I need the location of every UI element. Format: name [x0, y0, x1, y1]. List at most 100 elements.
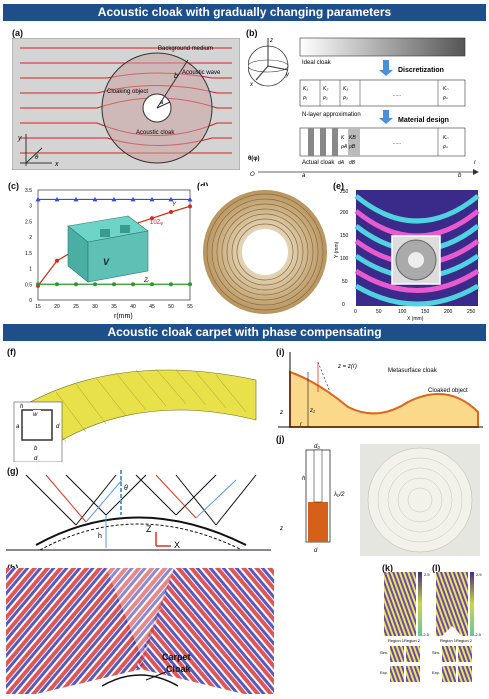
layerB-k: KB: [349, 135, 356, 141]
a-a-label: a: [160, 100, 164, 106]
c-xtick: 40: [130, 304, 136, 310]
c-xtick: 35: [111, 304, 117, 310]
b-o-label: O: [250, 172, 255, 178]
inner-hole: [242, 229, 288, 275]
b-nlayer-label: N-layer approximation: [302, 112, 361, 118]
f-h-label: h: [20, 404, 24, 410]
layerbn-p: ρₙ: [442, 144, 449, 150]
cloaked-profile: [289, 370, 479, 428]
series-point-2: [93, 282, 97, 287]
panel-i-diagram: z = z(r) Metasurface cloak Cloaked objec…: [278, 352, 483, 428]
arrow-down-icon-2: [379, 110, 393, 124]
layerbn-k: Kₙ: [443, 135, 449, 141]
c-zeta-series-label: 10Zᵩ: [150, 220, 163, 226]
layer-dots: ......: [393, 92, 401, 98]
k-region2: Region 2: [404, 638, 421, 643]
b-ideal-label: Ideal cloak: [302, 60, 332, 66]
ideal-cloak-bar: [299, 37, 466, 57]
svg-text:150: 150: [421, 309, 430, 315]
c-xtick: 45: [149, 304, 155, 310]
f-d2-label: d: [34, 456, 38, 462]
svg-text:50: 50: [376, 309, 382, 315]
layerB-p: ρB: [348, 144, 356, 150]
panel-label-l: (l): [432, 563, 441, 573]
layer1-k: K₁: [303, 86, 308, 92]
c-xtick: 20: [54, 304, 60, 310]
b-material-label: Material design: [398, 117, 449, 124]
i-cloaked-label: Cloaked object: [428, 388, 468, 394]
carpet-bump: [101, 674, 179, 687]
b-x-axis: x: [249, 82, 254, 88]
c-ytick: 1: [29, 267, 32, 273]
i-eq-label: z = z(r): [337, 364, 357, 370]
panel-k-field: Region 1 Region 2 Sim. Exp. 2.5 -2.5: [380, 572, 430, 682]
series-point-0: [35, 196, 41, 202]
svg-text:150: 150: [340, 233, 349, 239]
i-r-label: r: [300, 422, 303, 428]
k-exp: Exp.: [380, 670, 388, 675]
series-point-1: [188, 204, 192, 209]
carpet-curve: [35, 516, 247, 546]
series-point-0: [54, 196, 60, 202]
layer1-p: ρ₁: [302, 95, 308, 101]
section-banner-1: Acoustic cloak with gradually changing p…: [3, 4, 486, 21]
c-y-series-label: Y: [172, 202, 177, 208]
svg-text:250: 250: [467, 309, 476, 315]
section-banner-2: Acoustic cloak carpet with phase compens…: [3, 324, 486, 341]
l-cb-top: 2.5: [476, 572, 482, 577]
c-xtick: 25: [73, 304, 79, 310]
c-ytick: 2.5: [25, 219, 32, 225]
layer3-p: ρ₃: [342, 95, 348, 101]
series-point-2: [131, 282, 135, 287]
svg-text:100: 100: [398, 309, 407, 315]
panel-d-photo: [199, 186, 331, 318]
series-point-2: [74, 282, 78, 287]
panel-label-f: (f): [7, 347, 16, 357]
c-ytick: 0: [29, 298, 32, 304]
panel-label-e: (e): [333, 181, 344, 191]
series-point-0: [130, 196, 136, 202]
k-cb-top: 2.5: [424, 572, 430, 577]
c-xtick: 30: [92, 304, 98, 310]
layerA-k: K: [341, 135, 345, 141]
b-y-axis: y: [285, 72, 290, 78]
svg-text:0: 0: [342, 302, 345, 308]
a-background-label: Background medium: [158, 46, 213, 52]
panel-label-j: (j): [276, 434, 285, 444]
series-point-0: [111, 196, 117, 202]
series-point-2: [55, 282, 59, 287]
panel-l-field: Region 1 Region 2 Sim. Exp. 2.5 -2.5: [432, 572, 482, 682]
series-point-0: [149, 196, 155, 202]
layer2-p: ρ₂: [322, 95, 328, 101]
panel-f-surface: h w a b d d: [13, 368, 257, 462]
series-point-2: [169, 282, 173, 287]
h-cloak-label: Cloak: [166, 664, 192, 674]
b-actual-label: Actual cloak: [302, 160, 335, 166]
series-point-0: [73, 196, 79, 202]
f-a-label: a: [16, 424, 20, 430]
c-ytick: 2: [29, 235, 32, 241]
series-point-0: [187, 196, 193, 202]
l-exp: Exp.: [432, 670, 440, 675]
svg-text:200: 200: [444, 309, 453, 315]
c-xtick: 55: [187, 304, 193, 310]
c-xlabel: r(mm): [114, 313, 133, 320]
b-theta-label: θ(φ): [248, 156, 260, 162]
panel-a-diagram: Background medium Acoustic wave Cloaking…: [12, 38, 240, 170]
series-point-1: [150, 216, 154, 221]
panel-e-field: 0 50 100 150 200 250 0 50 100 150 200 25…: [334, 189, 480, 322]
panel-j-diagram: d₀ h λ₀/2 d z: [279, 444, 480, 556]
panel-b-diagram: z x y Ideal cloak Discretization K₁ ρ₁ K…: [248, 37, 479, 178]
series-point-1: [55, 258, 59, 263]
b-discretization-label: Discretization: [398, 67, 444, 74]
g-theta-label: θ: [124, 485, 128, 492]
a-theta-label: θ: [35, 155, 39, 161]
unit-cell-fill: [308, 502, 328, 542]
arrow-down-icon: [379, 60, 393, 76]
f-w-label: w: [33, 412, 38, 418]
j-d-label: d: [314, 548, 318, 554]
layern-k: Kₙ: [443, 86, 449, 92]
h-carpet-label: Carpet: [162, 652, 191, 662]
b-da-label: dA: [338, 160, 345, 166]
